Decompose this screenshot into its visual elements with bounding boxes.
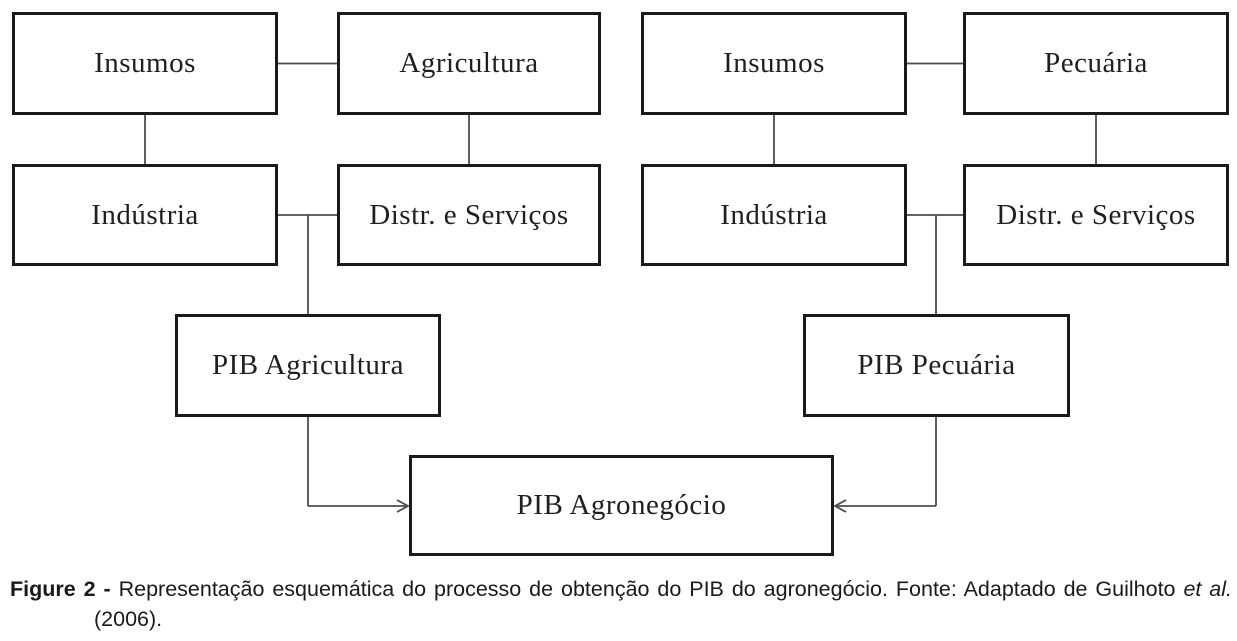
arrow-pib-agricultura-to-agronegocio <box>307 417 410 513</box>
node-label: PIB Agricultura <box>212 349 404 381</box>
node-pib-pecuaria: PIB Pecuária <box>803 314 1070 417</box>
node-industria-right: Indústria <box>641 164 907 266</box>
caption-et-al: et al. <box>1183 577 1232 601</box>
node-pib-agronegocio: PIB Agronegócio <box>409 455 834 556</box>
node-label: Agricultura <box>399 47 539 79</box>
node-distr-servicos-left: Distr. e Serviços <box>337 164 601 266</box>
node-agricultura: Agricultura <box>337 12 601 115</box>
caption-line-2: (2006). <box>94 607 163 631</box>
node-label: PIB Agronegócio <box>516 489 727 521</box>
node-insumos-right: Insumos <box>641 12 907 115</box>
node-label: Distr. e Serviços <box>369 198 569 231</box>
node-label: Insumos <box>94 47 196 79</box>
node-pib-agricultura: PIB Agricultura <box>175 314 441 417</box>
caption-body: Representação esquemática do processo de… <box>118 577 1176 601</box>
node-label: PIB Pecuária <box>857 349 1016 381</box>
node-distr-servicos-right: Distr. e Serviços <box>963 164 1229 266</box>
node-pecuaria: Pecuária <box>963 12 1229 115</box>
arrowhead-left-icon <box>833 499 847 513</box>
node-label: Indústria <box>720 198 828 231</box>
node-industria-left: Indústria <box>12 164 278 266</box>
node-label: Distr. e Serviços <box>996 198 1196 231</box>
figure-caption: Figure 2 - Representação esquemática do … <box>10 574 1232 634</box>
node-label: Indústria <box>91 198 199 231</box>
node-label: Insumos <box>723 47 825 79</box>
node-insumos-left: Insumos <box>12 12 278 115</box>
caption-figure-label: Figure 2 - <box>10 577 111 601</box>
caption-line-1: Figure 2 - Representação esquemática do … <box>10 574 1232 604</box>
node-label: Pecuária <box>1044 47 1148 79</box>
arrow-pib-pecuaria-to-agronegocio <box>833 417 937 513</box>
arrowhead-right-icon <box>396 499 410 513</box>
